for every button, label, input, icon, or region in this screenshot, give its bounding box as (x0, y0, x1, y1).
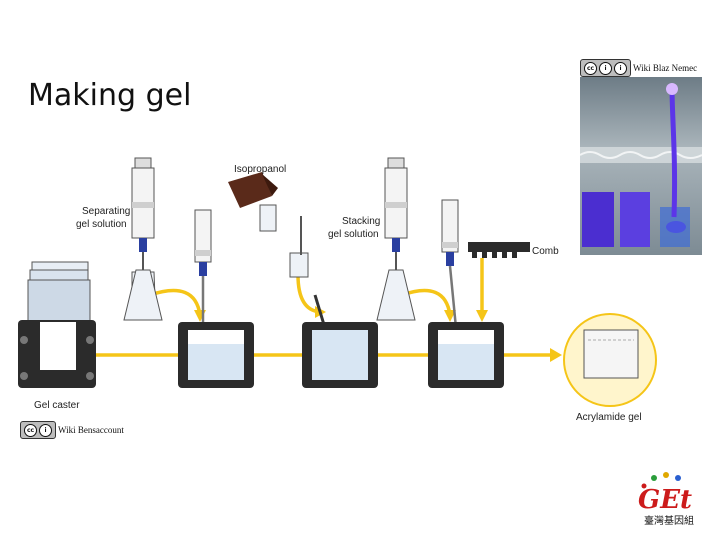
gel-casting-diagram: Gel caster Separating gel solution Isopr… (18, 157, 657, 423)
gel-caster (18, 261, 96, 388)
acrylamide-gel (563, 313, 657, 407)
separating-syringe-icon (123, 157, 163, 321)
photo-credit: cc i i Wiki Blaz Nemec (580, 59, 697, 77)
attribution-icon: i (39, 423, 52, 437)
label-isopropanol: Isopropanol (234, 164, 286, 175)
label-stacking: Stacking (342, 216, 380, 227)
casting-cell-1 (178, 209, 254, 388)
cc-license-badge: cc i i (580, 59, 631, 77)
flow-arrow-separating (149, 288, 202, 316)
casting-cell-2 (302, 294, 378, 388)
flow-arrow-stacking (401, 288, 452, 316)
diagram-credit: cc i Wiki Bensaccount (20, 421, 124, 439)
isopropanol-bottle-icon (228, 172, 309, 278)
get-logo: GEt 臺灣基因組 (638, 472, 694, 527)
arrow-head-icon (550, 348, 562, 362)
logo-subtext: 臺灣基因組 (644, 514, 694, 527)
gel-photo (580, 77, 702, 255)
comb-icon (468, 242, 530, 258)
page-title: Making gel (28, 78, 192, 113)
casting-cell-3 (428, 199, 504, 388)
arrow-head-icon (476, 310, 488, 322)
diagram-credit-text: Wiki Bensaccount (58, 425, 124, 435)
arrow-head-icon (444, 310, 456, 322)
label-separating-sub: gel solution (76, 219, 127, 230)
attribution-icon: i (599, 61, 612, 75)
attribution-icon: i (614, 61, 627, 75)
cc-icon: cc (584, 61, 597, 75)
logo-text: GEt (638, 485, 692, 515)
label-acrylamide-gel: Acrylamide gel (576, 412, 642, 423)
stacking-syringe-icon (376, 157, 416, 321)
label-gel-caster: Gel caster (34, 400, 80, 411)
cc-license-badge: cc i (20, 421, 56, 439)
photo-credit-text: Wiki Blaz Nemec (633, 63, 698, 73)
cc-icon: cc (24, 423, 37, 437)
flow-arrow-isopropanol (296, 274, 321, 314)
label-stacking-sub: gel solution (328, 229, 379, 240)
label-separating: Separating (82, 206, 130, 217)
label-comb: Comb (532, 246, 559, 257)
